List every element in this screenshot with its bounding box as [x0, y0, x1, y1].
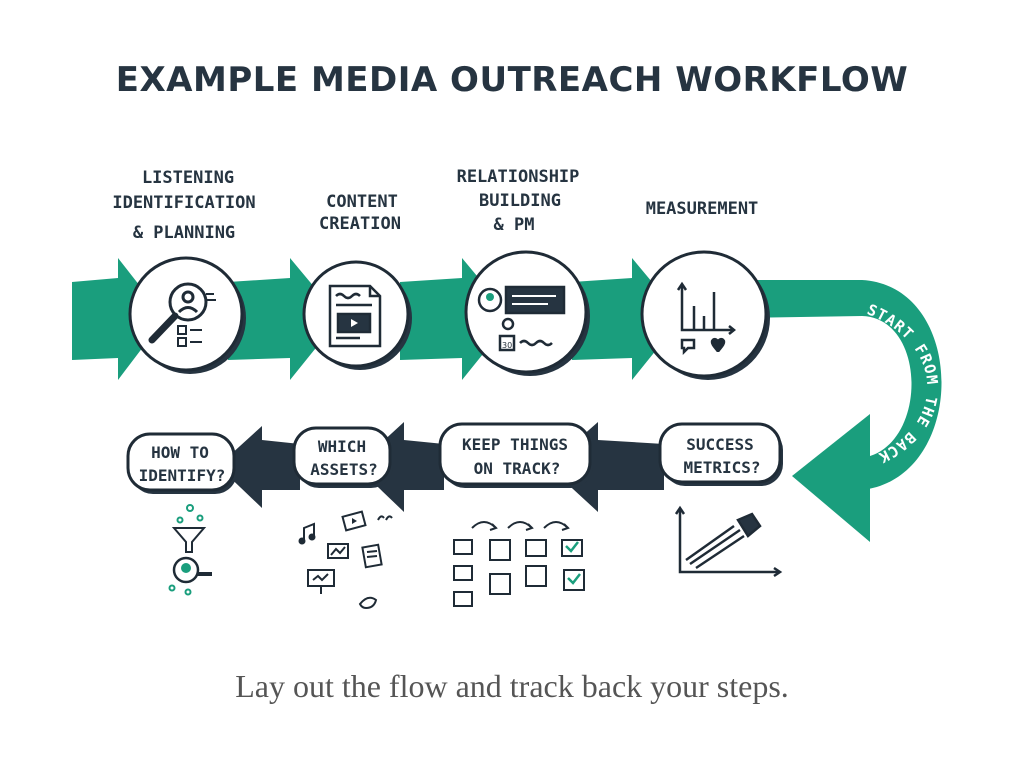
step-label-line: MEASUREMENT [646, 199, 759, 219]
svg-text:30: 30 [502, 341, 512, 350]
u-turn-arrowhead [792, 414, 870, 542]
step-label-relationship: RELATIONSHIP BUILDING & PM [457, 167, 580, 235]
funnel-search-icon [168, 504, 212, 596]
step-label-measurement: MEASUREMENT [646, 199, 759, 219]
question-bubble-keep-on-track: KEEP THINGS ON TRACK? [438, 422, 593, 488]
step-label-line: LISTENING [142, 168, 234, 188]
step-label-line: CONTENT [326, 192, 398, 212]
question-line: IDENTIFY? [139, 466, 226, 485]
caption: Lay out the flow and track back your ste… [235, 668, 789, 704]
question-line: ON TRACK? [474, 459, 561, 478]
question-line: HOW TO [151, 443, 209, 462]
contact-calendar-icon: 30 [477, 285, 566, 352]
step-label-content: CONTENT CREATION [319, 192, 401, 234]
step-label-line: BUILDING [479, 191, 561, 211]
question-bubble-success-metrics: SUCCESS METRICS? [658, 422, 783, 486]
backward-arrow-segment [356, 422, 444, 512]
page-title: EXAMPLE MEDIA OUTREACH WORKFLOW [115, 60, 909, 100]
turn-label: START FROM THE BACK [865, 301, 941, 467]
rocket-graph-icon [674, 505, 783, 578]
step-label-line: & PLANNING [133, 223, 235, 243]
question-line: METRICS? [683, 458, 760, 477]
bar-chart-icon [676, 281, 737, 356]
question-bubble-which-assets: WHICH ASSETS? [292, 426, 393, 488]
step-circle-measurement [640, 250, 770, 380]
step-circle-relationship: 30 [464, 250, 590, 376]
step-label-listening: LISTENING IDENTIFICATION & PLANNING [112, 168, 255, 243]
step-label-line: IDENTIFICATION [112, 193, 255, 213]
question-bubble-how-to-identify: HOW TO IDENTIFY? [126, 432, 237, 494]
step-circle-content [302, 260, 412, 370]
question-line: WHICH [318, 437, 366, 456]
svg-text:START FROM THE BACK: START FROM THE BACK [865, 301, 942, 467]
magnifier-profile-icon [148, 282, 216, 347]
document-video-icon [328, 284, 382, 348]
question-line: SUCCESS [686, 435, 753, 454]
step-label-line: & PM [494, 215, 535, 235]
step-circle-listening [128, 256, 246, 374]
media-assets-icon [298, 510, 393, 610]
task-board-icon [453, 521, 585, 607]
step-label-line: RELATIONSHIP [457, 167, 580, 187]
backward-arrow-segment [218, 426, 300, 508]
question-line: ASSETS? [310, 460, 377, 479]
step-label-line: CREATION [319, 214, 401, 234]
question-line: KEEP THINGS [462, 435, 568, 454]
